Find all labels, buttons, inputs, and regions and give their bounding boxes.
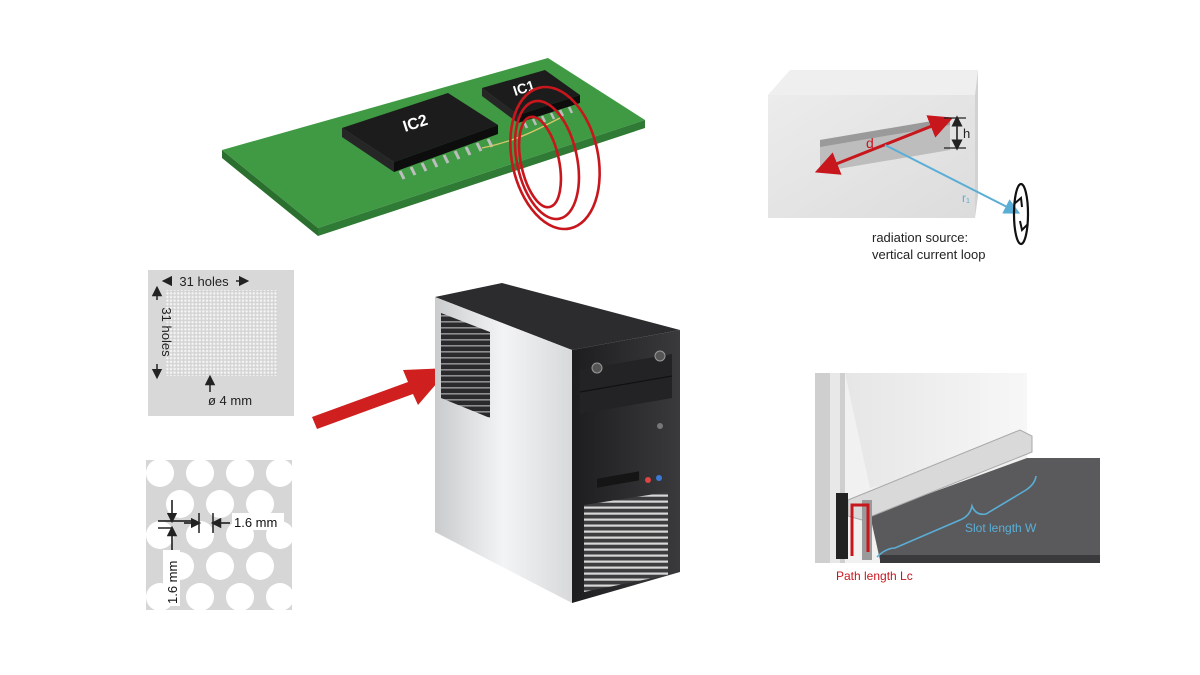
front-vent-grille (584, 492, 668, 592)
perforation-panel: 1.6 mm 1.6 mm (146, 459, 294, 611)
pitch-label: 1.6 mm (165, 561, 180, 604)
slot-length-arrow (814, 115, 954, 175)
slot-length-brace (876, 475, 1037, 558)
distance-label: r₁ (962, 191, 970, 205)
columns-label: 31 holes (179, 274, 229, 289)
slot-length-label: d (866, 135, 874, 151)
vertical-current-loop-icon (1012, 182, 1030, 246)
source-caption-line2: vertical current loop (872, 247, 985, 262)
slot-height-label: h (963, 126, 970, 141)
computer-tower (435, 283, 680, 603)
current-loop-field (509, 85, 601, 231)
power-button-icon (591, 362, 603, 374)
hole-array (166, 290, 278, 376)
ic2-label: IC2 (401, 112, 430, 136)
diameter-label: ø 4 mm (208, 393, 252, 408)
slot-length-label-w: Slot length W (965, 521, 1037, 535)
hole-grid-panel: 31 holes 31 holes ø 4 mm (148, 270, 294, 416)
enclosure-seam-diagram: Slot length W Path length Lc (815, 373, 1100, 583)
web-width-label: 1.6 mm (234, 515, 277, 530)
slot-aperture-diagram: d h r₁ radiation source: vertical curren… (768, 70, 1030, 262)
distance-arrow (884, 144, 1021, 214)
ic1-label: IC1 (511, 77, 537, 99)
ic2-chip: IC2 (342, 93, 498, 180)
path-length-trace (850, 503, 870, 556)
pcb-illustration: IC2 IC1 (222, 58, 645, 236)
path-length-label: Path length Lc (836, 569, 913, 583)
source-caption-line1: radiation source: (872, 230, 968, 245)
side-vent-grille (441, 313, 490, 418)
red-arrow-icon (312, 368, 450, 429)
rows-label: 31 holes (159, 307, 174, 357)
